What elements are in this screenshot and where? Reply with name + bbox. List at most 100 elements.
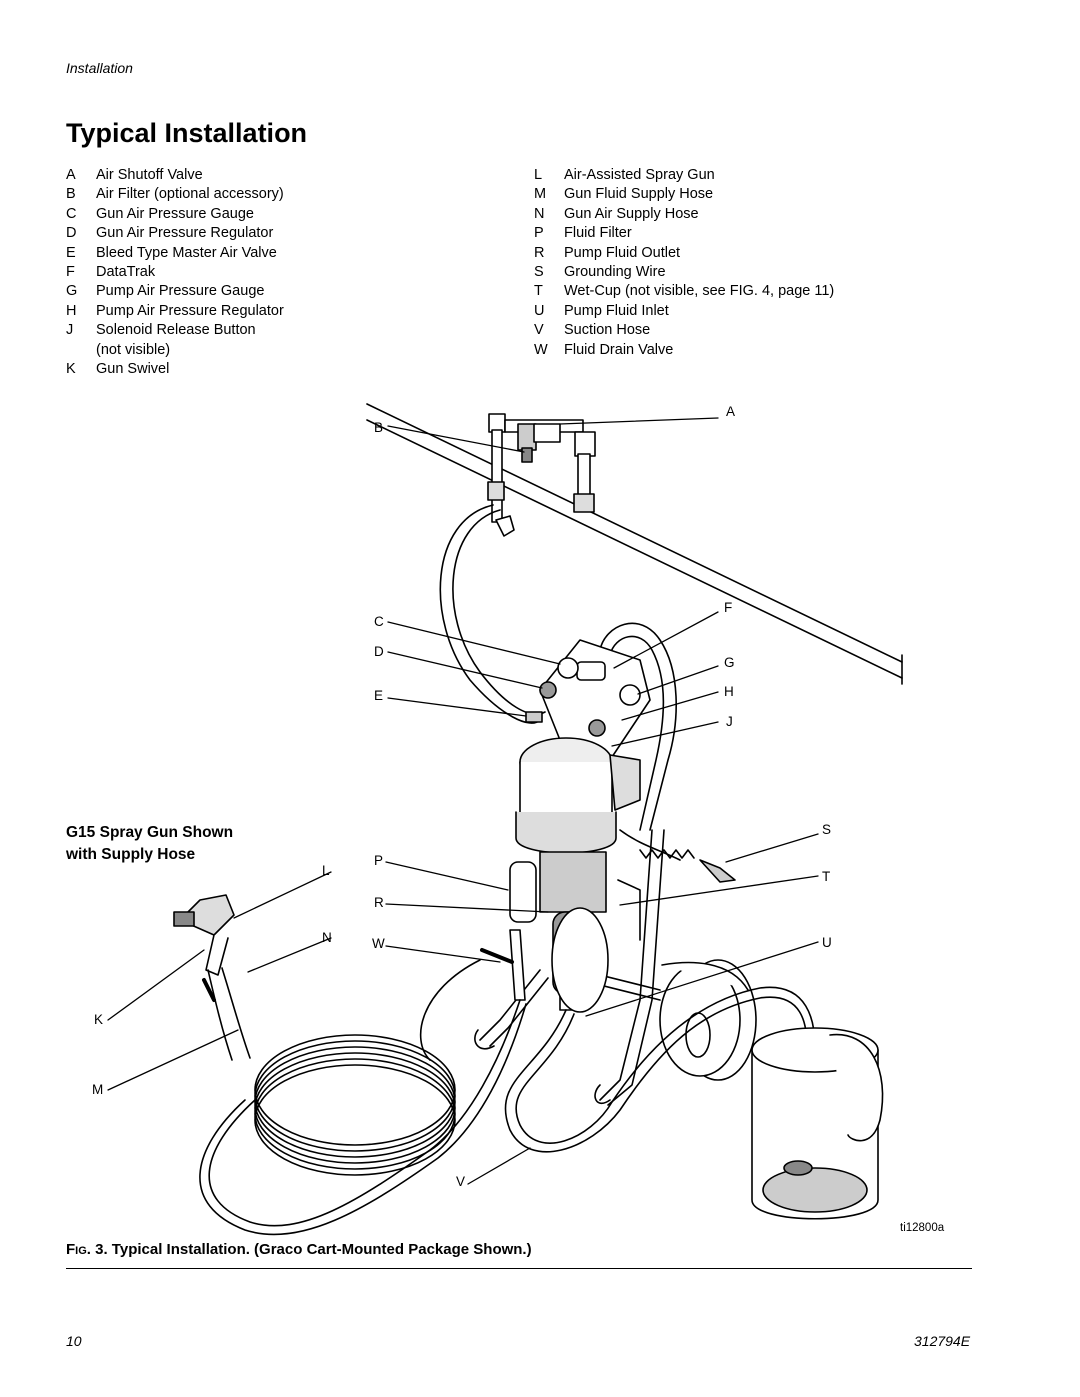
pail: [751, 1027, 884, 1220]
callout-n: N: [322, 930, 332, 945]
legend-text: Pump Fluid Outlet: [564, 244, 681, 261]
callout-j: J: [726, 714, 733, 729]
callout-h: H: [724, 684, 734, 699]
legend-item: E Bleed Type Master Air Valve: [66, 244, 284, 263]
legend-item: D Gun Air Pressure Regulator: [66, 224, 284, 243]
callout-e: E: [374, 688, 384, 703]
callout-s: S: [822, 822, 832, 837]
legend-text: Gun Air Supply Hose: [564, 205, 699, 222]
legend-text: Pump Air Pressure Gauge: [96, 283, 265, 300]
callout-c: C: [374, 614, 384, 629]
legend-item: (not visible): [66, 341, 284, 360]
legend-text: Solenoid Release Button: [96, 322, 256, 339]
legend-key: F: [66, 264, 75, 281]
legend-text: (not visible): [96, 341, 171, 358]
callout-u: U: [822, 935, 832, 950]
legend-key: D: [66, 225, 77, 242]
caption-text: . 3. Typical Installation. (Graco Cart-M…: [86, 1241, 532, 1258]
callout-p: P: [374, 853, 384, 868]
legend-text: Gun Air Pressure Regulator: [96, 225, 274, 242]
legend-key: P: [534, 225, 544, 242]
legend-key: S: [534, 264, 544, 281]
air-control-panel: [525, 639, 651, 761]
grounding-wire: [619, 829, 736, 883]
legend-item: M Gun Fluid Supply Hose: [534, 185, 834, 204]
legend-text: Grounding Wire: [564, 264, 666, 281]
legend-item: U Pump Fluid Inlet: [534, 302, 834, 321]
legend-text: Bleed Type Master Air Valve: [96, 244, 277, 261]
legend-item: P Fluid Filter: [534, 224, 834, 243]
legend-item: R Pump Fluid Outlet: [534, 244, 834, 263]
section-header: Installation: [66, 60, 133, 76]
callout-b: B: [374, 420, 384, 435]
legend-text: Wet-Cup (not visible, see FIG. 4, page 1…: [564, 283, 835, 300]
legend-key: W: [534, 341, 548, 358]
caption-fig-prefix-small: IG: [75, 1245, 87, 1257]
legend-item: V Suction Hose: [534, 321, 834, 340]
callout-g: G: [724, 655, 735, 670]
legend-item: S Grounding Wire: [534, 263, 834, 282]
legend-key: M: [534, 186, 547, 203]
legend-text: Pump Air Pressure Regulator: [96, 302, 284, 319]
legend-key: K: [66, 361, 76, 378]
legend-item: A Air Shutoff Valve: [66, 166, 284, 185]
figure-id: ti12800a: [900, 1222, 945, 1234]
figure-note-line2: with Supply Hose: [66, 846, 196, 863]
legend-key: A: [66, 167, 76, 183]
figure-note: G15 Spray Gun Shown with Supply Hose: [66, 822, 233, 866]
legend-item: F DataTrak: [66, 263, 284, 282]
callout-w: W: [372, 936, 385, 951]
callout-d: D: [374, 644, 384, 659]
legend-key: U: [534, 302, 545, 319]
air-fittings: [487, 413, 596, 537]
leader-lines: [107, 417, 819, 1185]
doc-number: 312794E: [914, 1333, 971, 1349]
callout-v: V: [456, 1174, 466, 1189]
legend-text: Pump Fluid Inlet: [564, 302, 669, 319]
legend-key: R: [534, 244, 545, 261]
legend-text: Air Filter (optional accessory): [96, 186, 284, 203]
legend-key: B: [66, 186, 76, 203]
caption-fig-prefix: F: [66, 1241, 76, 1258]
legend-text: Gun Swivel: [96, 361, 170, 378]
legend-item: C Gun Air Pressure Gauge: [66, 205, 284, 224]
figure-note-line1: G15 Spray Gun Shown: [66, 824, 234, 841]
legend-item: H Pump Air Pressure Regulator: [66, 302, 284, 321]
legend-text: Suction Hose: [564, 322, 651, 339]
legend-key: T: [534, 283, 543, 300]
legend-item: B Air Filter (optional accessory): [66, 185, 284, 204]
callout-r: R: [374, 895, 384, 910]
legend-key: V: [534, 322, 544, 339]
spray-gun: [173, 894, 251, 1061]
legend-text: Fluid Filter: [564, 225, 632, 242]
legend-item: G Pump Air Pressure Gauge: [66, 282, 284, 301]
legend-text: DataTrak: [96, 264, 156, 281]
overhead-air-line: [366, 403, 903, 685]
legend-key: E: [66, 244, 76, 261]
legend-key: J: [66, 322, 74, 339]
callout-f: F: [724, 600, 733, 615]
hose-coil: [199, 999, 527, 1236]
page-title: Typical Installation: [66, 118, 308, 148]
legend-item: T Wet-Cup (not visible, see FIG. 4, page …: [534, 282, 834, 301]
callout-l: L: [322, 863, 330, 878]
legend-text: Air-Assisted Spray Gun: [564, 167, 715, 183]
page-number: 10: [66, 1333, 82, 1349]
callout-a: A: [726, 404, 736, 419]
legend-text: Gun Fluid Supply Hose: [564, 186, 714, 203]
legend-item: K Gun Swivel: [66, 360, 284, 379]
callout-k: K: [94, 1012, 104, 1027]
legend-key: N: [534, 205, 545, 222]
legend-key: G: [66, 283, 78, 300]
legend-item: J Solenoid Release Button: [66, 321, 284, 340]
legend-key: L: [534, 167, 543, 183]
legend-key: C: [66, 205, 77, 222]
legend-text: Gun Air Pressure Gauge: [96, 205, 254, 222]
legend-text: Air Shutoff Valve: [96, 167, 203, 183]
callout-t: T: [822, 869, 831, 884]
legend-key: H: [66, 302, 77, 319]
